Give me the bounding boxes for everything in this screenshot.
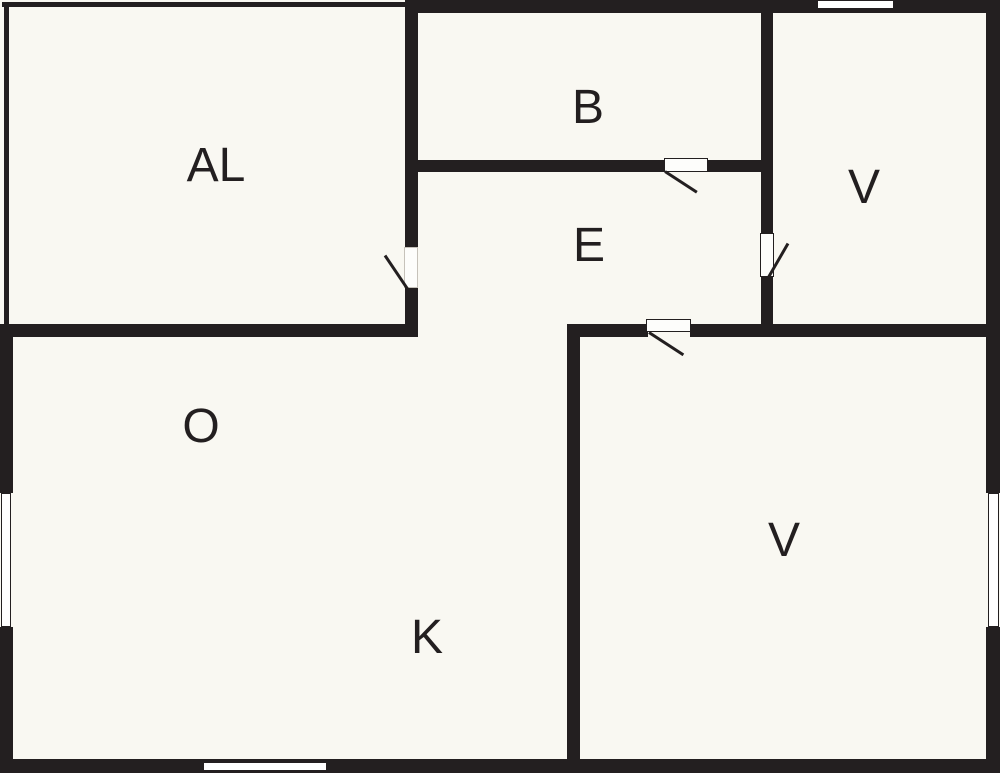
kitchen-room-divider-wall	[567, 324, 580, 764]
bath-bottom-wall-left	[412, 160, 665, 172]
window-top	[817, 0, 894, 9]
al-right-wall-lower	[405, 287, 418, 337]
window-bottom	[203, 762, 327, 771]
door-swing-room-bottom	[648, 331, 685, 357]
balcony-left-wall	[4, 2, 9, 325]
room-label-room-top: V	[847, 161, 881, 214]
hall-room-divider-wall-right	[690, 324, 1000, 337]
window-right	[988, 493, 999, 627]
hall-right-wall-lower	[761, 276, 773, 337]
room-label-balcony: AL	[186, 139, 246, 192]
room-label-entry: E	[572, 219, 606, 272]
room-label-room-bottom: V	[767, 514, 801, 567]
balcony-top-wall	[2, 2, 412, 7]
door-swing-bath	[664, 170, 698, 194]
al-bottom-wall	[0, 324, 418, 337]
exterior-top-wall	[405, 0, 1000, 13]
bath-bottom-wall-right	[707, 160, 773, 172]
room-label-living: O	[182, 400, 220, 453]
door-leaf-bath	[664, 158, 708, 172]
al-right-wall-upper	[405, 0, 418, 248]
room-label-kitchen: K	[410, 611, 444, 664]
exterior-bottom-wall	[0, 759, 1000, 773]
room-label-bath: B	[571, 81, 605, 134]
exterior-right-wall	[986, 0, 1000, 773]
door-leaf-balcony	[404, 247, 418, 288]
hall-right-wall-upper	[761, 0, 773, 234]
hall-room-divider-wall-left	[567, 324, 648, 337]
door-leaf-room-bottom	[646, 319, 691, 332]
window-left	[1, 493, 11, 627]
